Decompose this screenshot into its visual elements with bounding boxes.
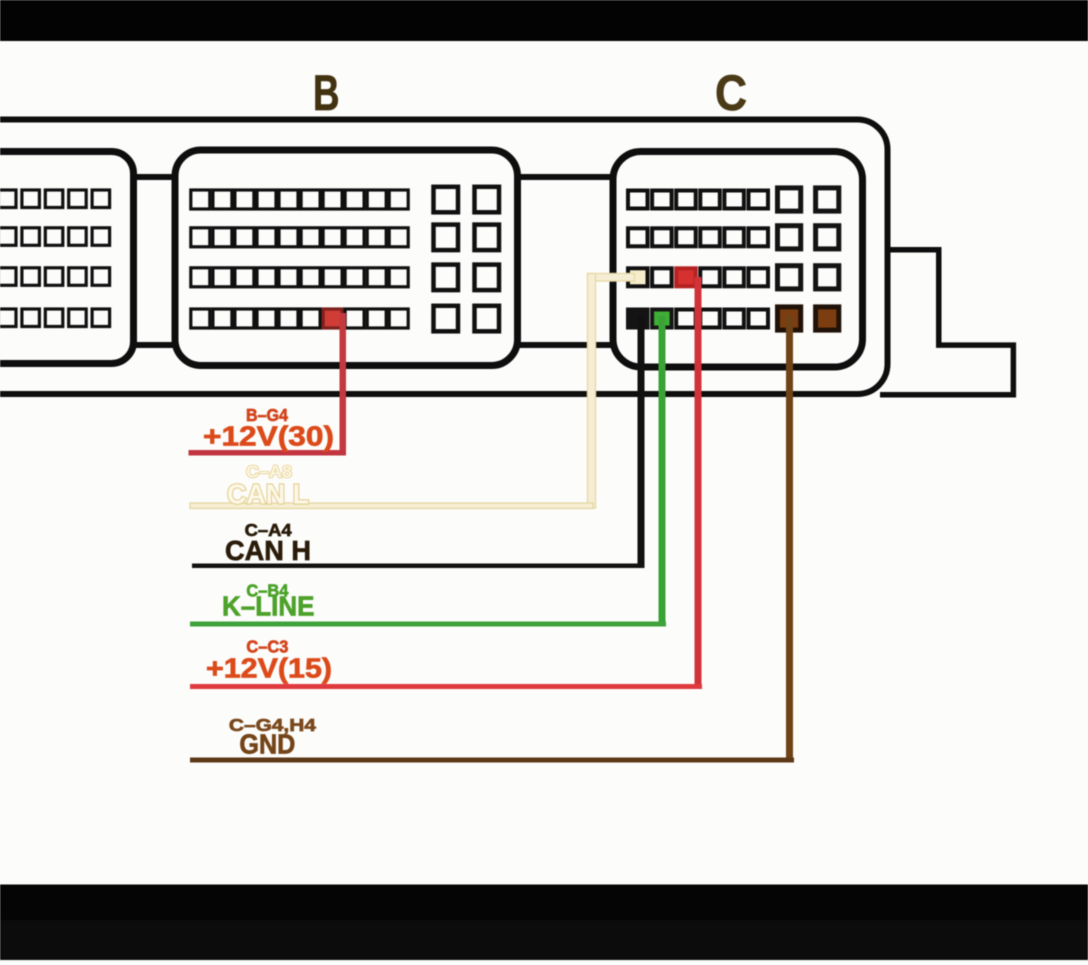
svg-text:CAN L: CAN L	[227, 479, 309, 510]
svg-text:CAN H: CAN H	[225, 535, 311, 566]
svg-text:B: B	[313, 65, 340, 121]
svg-text:C–B4: C–B4	[246, 581, 288, 601]
svg-text:GND: GND	[239, 729, 295, 760]
svg-text:+12V(30): +12V(30)	[203, 421, 334, 452]
svg-text:C: C	[715, 65, 747, 121]
svg-text:C–G4,H4: C–G4,H4	[229, 715, 316, 735]
svg-text:B–G4: B–G4	[246, 405, 288, 425]
svg-text:+12V(15): +12V(15)	[206, 653, 332, 684]
svg-text:K–LINE: K–LINE	[222, 591, 315, 622]
svg-text:C–C3: C–C3	[246, 637, 288, 657]
svg-text:C–A8: C–A8	[246, 462, 292, 482]
svg-text:C–A4: C–A4	[245, 520, 292, 540]
